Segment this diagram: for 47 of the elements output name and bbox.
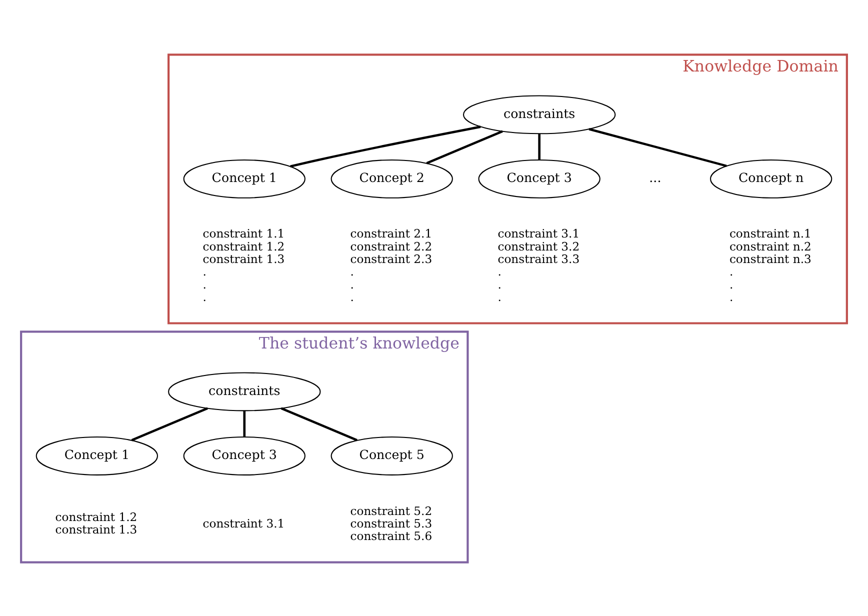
node-label: constraint n.3 xyxy=(729,251,812,266)
connector xyxy=(131,406,208,441)
node-label: . xyxy=(202,276,206,291)
node-label: constraint 3.1 xyxy=(498,226,580,240)
node-ellipse: Concept 2 xyxy=(330,158,453,198)
node-label: . xyxy=(498,276,502,291)
node-label: . xyxy=(350,289,354,304)
connector xyxy=(280,406,358,441)
node-ellipse: constraints xyxy=(462,94,616,134)
node-ellipse: Concept 3 xyxy=(478,158,600,198)
node-label: . xyxy=(729,276,734,291)
node-label: . xyxy=(498,264,502,278)
node-label: constraint 2.1 xyxy=(350,226,432,240)
node-label: constraint n.2 xyxy=(729,238,812,253)
node-label: constraint 3.2 xyxy=(498,238,580,253)
node-label: . xyxy=(729,289,734,304)
node-label: constraint 1.2 xyxy=(202,238,285,253)
node-label: constraint 5.2 xyxy=(350,503,432,518)
node-label: constraint 5.6 xyxy=(350,528,432,543)
node-label: constraint 1.1 xyxy=(202,226,285,240)
node-label: constraint 2.3 xyxy=(350,251,432,266)
node-ellipse: Concept n xyxy=(710,158,832,198)
connector xyxy=(243,410,246,436)
node-ellipse: Concept 5 xyxy=(330,436,453,475)
node-label: constraint n.1 xyxy=(729,226,812,240)
connector xyxy=(426,130,503,164)
node-label: constraint 1.3 xyxy=(202,251,285,266)
node-label: constraint 3.3 xyxy=(498,251,580,266)
node-label: . xyxy=(350,276,354,291)
connector xyxy=(538,133,540,160)
node-label: . xyxy=(202,264,206,278)
node-ellipse: Concept 1 xyxy=(183,158,306,198)
node-label: constraint 1.2 xyxy=(55,510,138,524)
connector xyxy=(290,125,481,168)
node-label: . xyxy=(350,264,354,278)
node-label: constraint 3.1 xyxy=(202,516,285,530)
node-ellipse: constraints xyxy=(168,372,321,411)
label: ... xyxy=(649,170,662,185)
node-label: . xyxy=(498,289,502,304)
node-ellipse: Concept 3 xyxy=(183,436,306,475)
node-label: constraint 5.3 xyxy=(350,516,432,530)
node-label: constraint 2.2 xyxy=(350,238,432,253)
node-ellipse: Concept 1 xyxy=(36,436,158,475)
node-label: . xyxy=(202,289,206,304)
node-label: constraint 1.3 xyxy=(55,522,138,536)
connector xyxy=(588,127,727,167)
node-label: . xyxy=(729,264,734,278)
